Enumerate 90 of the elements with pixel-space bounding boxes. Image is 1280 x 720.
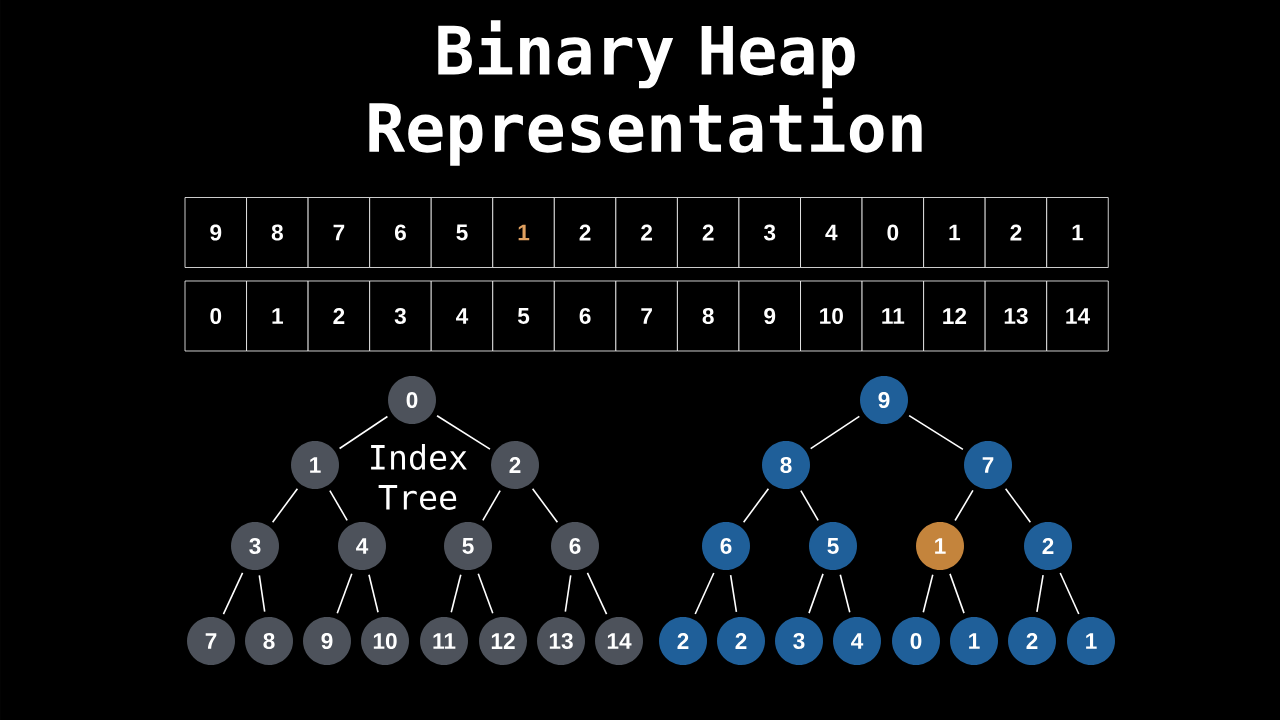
tree-node: 3 — [231, 522, 279, 570]
array-cell: 14 — [1046, 280, 1109, 352]
tree-node: 8 — [245, 617, 293, 665]
tree-node: 4 — [338, 522, 386, 570]
array-cell: 4 — [800, 197, 863, 268]
tree-node: 5 — [444, 522, 492, 570]
tree-edge — [1036, 574, 1044, 613]
tree-edge — [729, 574, 738, 613]
tree-node: 9 — [860, 376, 908, 424]
array-cell: 4 — [430, 280, 494, 352]
tree-node: 11 — [420, 617, 468, 665]
tree-edge — [436, 415, 491, 450]
tree-node: 6 — [702, 522, 750, 570]
array-cell: 1 — [1046, 197, 1109, 268]
tree-node: 5 — [809, 522, 857, 570]
tree-edge — [922, 573, 934, 614]
array-cell: 3 — [369, 280, 432, 352]
tree-node: 8 — [762, 441, 810, 489]
title: Binary Heap Representation — [369, 20, 922, 166]
tree-edge — [742, 487, 770, 523]
array-cell: 5 — [430, 197, 494, 268]
tree-edge — [482, 489, 501, 522]
array-cell: 0 — [861, 197, 924, 268]
tree-node: 1 — [1067, 617, 1115, 665]
tree-edge — [338, 415, 389, 450]
tree-node: 2 — [659, 617, 707, 665]
tree-edge — [954, 489, 974, 522]
tree-edge — [531, 487, 559, 523]
tree-node: 2 — [1008, 617, 1056, 665]
tree-edge — [949, 573, 965, 614]
array-cell: 9 — [184, 197, 247, 268]
tree-edge — [450, 573, 462, 614]
tree-node: 7 — [187, 617, 235, 665]
array-cell: 6 — [553, 280, 617, 352]
tree-edge — [564, 574, 572, 613]
array-cell: 12 — [923, 280, 986, 352]
array-cell: 2 — [984, 197, 1048, 268]
tree-node: 1 — [950, 617, 998, 665]
array-cell: 8 — [246, 197, 309, 268]
tree-edge — [586, 572, 608, 615]
array-cell: 8 — [677, 280, 740, 352]
tree-node: 1 — [291, 441, 339, 489]
tree-node: 0 — [388, 376, 436, 424]
tree-edge — [271, 487, 299, 523]
array-cell: 2 — [553, 197, 617, 268]
tree-edge — [336, 572, 353, 614]
tree-edge — [1059, 572, 1080, 615]
tree-edge — [694, 572, 715, 615]
tree-node: 10 — [361, 617, 409, 665]
tree-edge — [1004, 487, 1032, 523]
tree-edge — [258, 574, 266, 613]
tree-edge — [368, 573, 379, 613]
tree-node: 12 — [479, 617, 527, 665]
array-cell: 1 — [923, 197, 986, 268]
array-cell: 1 — [492, 197, 555, 268]
tree-node: 4 — [833, 617, 881, 665]
tree-node: 6 — [551, 522, 599, 570]
array-cell: 11 — [861, 280, 924, 352]
tree-label: Index Tree — [371, 444, 467, 510]
tree-node: 2 — [491, 441, 539, 489]
array-cell: 3 — [738, 197, 801, 268]
array-cell: 7 — [615, 280, 678, 352]
tree-edge — [809, 415, 861, 450]
tree-edge — [329, 489, 348, 522]
array-cell: 13 — [984, 280, 1048, 352]
tree-edge — [222, 572, 244, 615]
array-cell: 0 — [184, 280, 247, 352]
tree-node: 7 — [964, 441, 1012, 489]
tree-edge — [839, 573, 851, 614]
array-cell: 1 — [246, 280, 309, 352]
array-cell: 6 — [369, 197, 432, 268]
tree-node: 2 — [717, 617, 765, 665]
tree-edge — [800, 489, 819, 522]
tree-node: 1 — [916, 522, 964, 570]
array-cell: 10 — [800, 280, 863, 352]
array-cell: 5 — [492, 280, 555, 352]
tree-edge — [808, 573, 824, 614]
tree-node: 0 — [892, 617, 940, 665]
array-cell: 9 — [738, 280, 801, 352]
array-cell: 2 — [615, 197, 678, 268]
tree-node: 3 — [775, 617, 823, 665]
tree-edge — [477, 572, 494, 614]
array-cell: 2 — [677, 197, 740, 268]
array-cell: 7 — [307, 197, 371, 268]
array-cell: 2 — [307, 280, 371, 352]
tree-edge — [908, 414, 964, 451]
tree-node: 2 — [1024, 522, 1072, 570]
tree-node: 14 — [595, 617, 643, 665]
tree-node: 9 — [303, 617, 351, 665]
tree-node: 13 — [537, 617, 585, 665]
